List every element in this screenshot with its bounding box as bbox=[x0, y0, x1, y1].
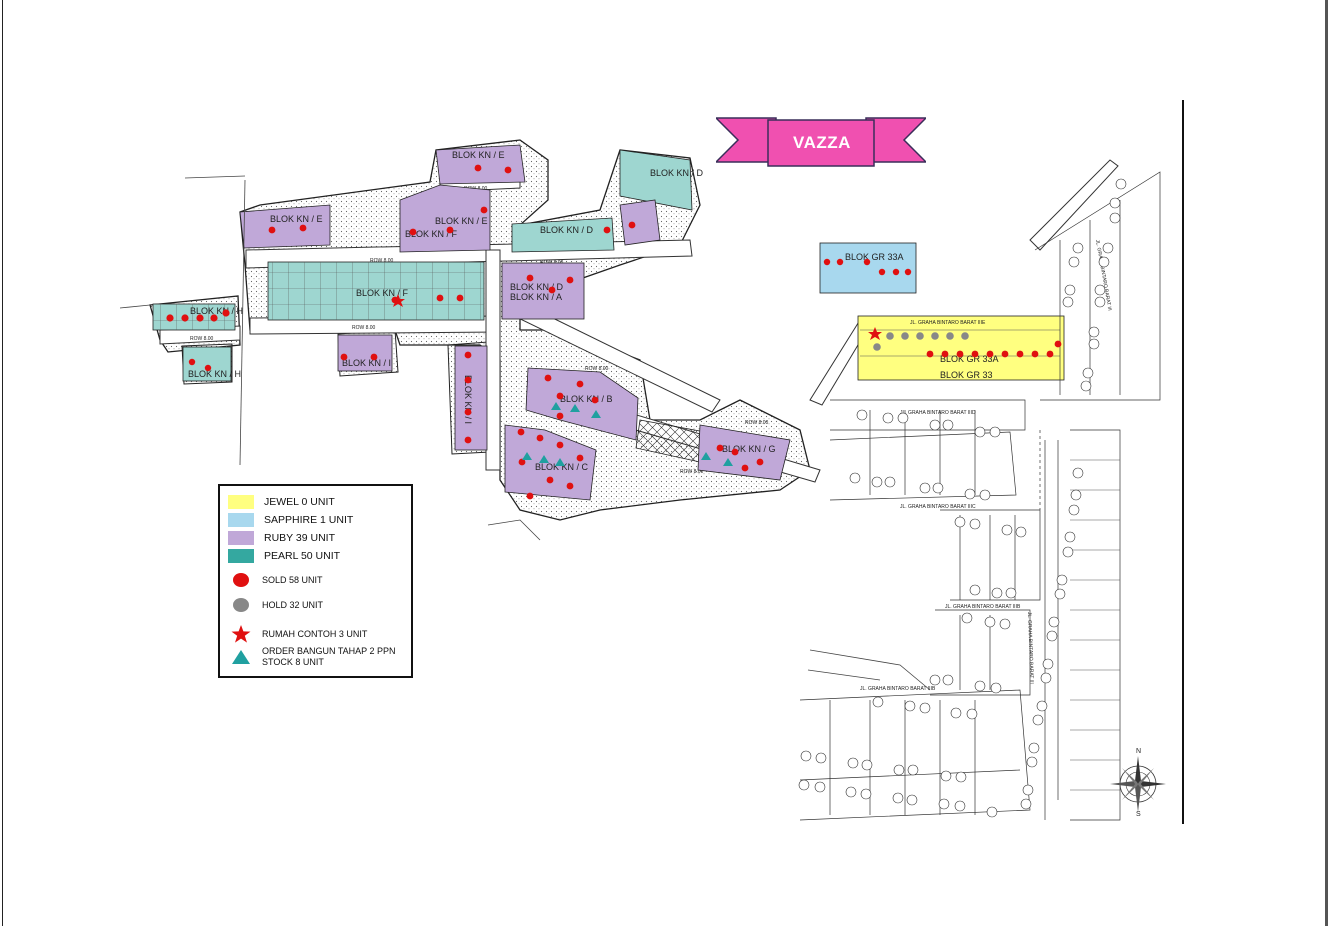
outer-roads bbox=[119, 175, 931, 691]
svg-text:BLOK KN / E: BLOK KN / E bbox=[435, 216, 488, 226]
south-label: S bbox=[1136, 811, 1141, 816]
svg-text:BLOK KN / F: BLOK KN / F bbox=[356, 288, 409, 298]
svg-text:BLOK GR 33: BLOK GR 33 bbox=[940, 370, 993, 380]
block-gr-33a-top: BLOK GR 33A bbox=[819, 242, 917, 294]
lot-number-circles bbox=[798, 178, 1127, 818]
svg-text:JL. GRAHA BINTARO BARAT IIIC: JL. GRAHA BINTARO BARAT IIIC bbox=[900, 504, 976, 510]
legend-label: JEWEL 0 UNIT bbox=[264, 496, 335, 508]
hold-markers bbox=[873, 332, 969, 351]
stock-markers bbox=[522, 402, 733, 466]
legend-label: PEARL 50 UNIT bbox=[264, 550, 341, 562]
street-iiie: JL. GRAHA BINTARO BARAT IIIE bbox=[910, 320, 986, 326]
legend-item-sapphire: SAPPHIRE 1 UNIT bbox=[228, 513, 353, 527]
legend-label: ORDER BANGUN TAHAP 2 PPN bbox=[262, 646, 396, 656]
legend-item-stock: ORDER BANGUN TAHAP 2 PPN STOCK 8 UNIT bbox=[228, 646, 396, 668]
svg-text:BLOK KN / I: BLOK KN / I bbox=[342, 358, 391, 368]
svg-text:BLOK KN / D: BLOK KN / D bbox=[540, 225, 594, 235]
svg-text:ROW 8.00: ROW 8.00 bbox=[680, 469, 704, 475]
legend-label: SAPPHIRE 1 UNIT bbox=[264, 514, 354, 526]
map-border-line bbox=[1182, 100, 1184, 824]
north-label: N bbox=[1136, 748, 1141, 755]
legend-item-ruby: RUBY 39 UNIT bbox=[228, 531, 335, 545]
legend-label-2: STOCK 8 UNIT bbox=[262, 657, 324, 667]
block-kn-g: BLOK KN / G bbox=[697, 424, 791, 481]
svg-text:JL. GRAHA BINTARO BARAT IIIB: JL. GRAHA BINTARO BARAT IIIB bbox=[945, 604, 1021, 610]
legend-label: HOLD 32 UNIT bbox=[262, 599, 324, 610]
project-title: VAZZA bbox=[793, 133, 851, 152]
svg-text:BLOK KN / G: BLOK KN / G bbox=[722, 444, 776, 454]
svg-text:BLOK KN / B: BLOK KN / B bbox=[560, 394, 613, 404]
svg-text:BLOK KN / E: BLOK KN / E bbox=[270, 214, 323, 224]
legend-label-group: ORDER BANGUN TAHAP 2 PPN STOCK 8 UNIT bbox=[262, 646, 396, 668]
sapphire-swatch bbox=[228, 513, 254, 527]
svg-text:BLOK KN / E: BLOK KN / E bbox=[452, 150, 505, 160]
legend-label: RUMAH CONTOH 3 UNIT bbox=[262, 628, 368, 639]
block-kn-d-top: BLOK KN / D BLOK KN / D bbox=[511, 149, 704, 253]
svg-text:BLOK KN / D: BLOK KN / D bbox=[650, 168, 704, 178]
svg-text:JL. GRAHA BINTARO BARAT IIIB: JL. GRAHA BINTARO BARAT IIIB bbox=[860, 686, 936, 692]
svg-text:BLOK KN / F: BLOK KN / F bbox=[405, 229, 458, 239]
legend-label: SOLD 58 UNIT bbox=[262, 574, 323, 585]
page-border-left bbox=[2, 0, 3, 926]
block-kn-c: BLOK KN / C bbox=[504, 424, 597, 501]
pearl-swatch bbox=[228, 549, 254, 563]
svg-text:ROW 8.00: ROW 8.00 bbox=[745, 420, 769, 426]
right-lot-grid bbox=[799, 171, 1161, 821]
svg-text:BLOK KN / I: BLOK KN / I bbox=[463, 375, 473, 424]
grey-dot-icon bbox=[228, 598, 254, 612]
block-kn-d-a: BLOK KN / D BLOK KN / A bbox=[501, 262, 585, 320]
legend-item-hold: HOLD 32 UNIT bbox=[228, 598, 323, 612]
svg-text:ROW 8.00: ROW 8.00 bbox=[190, 336, 214, 342]
right-lot-rows bbox=[1070, 459, 1120, 791]
block-kn-e-top: BLOK KN / E bbox=[435, 144, 526, 185]
teal-triangle-icon bbox=[228, 650, 254, 664]
block-kn-h: BLOK KN / H BLOK KN / H bbox=[152, 303, 243, 382]
block-kn-b: BLOK KN / B bbox=[525, 367, 639, 441]
svg-text:BLOK KN / C: BLOK KN / C bbox=[535, 462, 589, 472]
svg-text:JL. GRAHA BINTARO BARAT IIID: JL. GRAHA BINTARO BARAT IIID bbox=[900, 410, 976, 416]
legend-item-pearl: PEARL 50 UNIT bbox=[228, 549, 340, 563]
legend-label: RUBY 39 UNIT bbox=[264, 532, 335, 544]
block-kn-e-left: BLOK KN / E bbox=[239, 204, 331, 249]
legend-item-jewel: JEWEL 0 UNIT bbox=[228, 495, 335, 509]
svg-text:BLOK KN / D: BLOK KN / D bbox=[510, 282, 564, 292]
legend-item-show-house: RUMAH CONTOH 3 UNIT bbox=[228, 625, 367, 643]
legend-item-sold: SOLD 58 UNIT bbox=[228, 573, 323, 587]
show-house-markers bbox=[391, 294, 882, 340]
vazza-ribbon bbox=[716, 117, 926, 167]
legend: JEWEL 0 UNIT SAPPHIRE 1 UNIT RUBY 39 UNI… bbox=[218, 484, 413, 678]
svg-text:JL. GRAHA BINTARO BARAT III: JL. GRAHA BINTARO BARAT III bbox=[1026, 612, 1035, 684]
block-kn-i: BLOK KN / I bbox=[454, 345, 488, 451]
compass-rose-icon: N S bbox=[1110, 748, 1166, 816]
svg-text:BLOK KN / A: BLOK KN / A bbox=[510, 292, 562, 302]
block-kn-f-main: BLOK KN / F bbox=[267, 261, 485, 321]
svg-text:BLOK KN / H: BLOK KN / H bbox=[190, 306, 243, 316]
svg-text:JL. GRAHA BINTARO BARAT IIIE: JL. GRAHA BINTARO BARAT IIIE bbox=[910, 320, 986, 326]
diagonal-road-2 bbox=[1029, 159, 1119, 251]
svg-text:BLOK GR 33A: BLOK GR 33A bbox=[845, 252, 904, 262]
svg-text:ROW 8.00: ROW 8.00 bbox=[370, 258, 394, 264]
svg-text:ROW 8.00: ROW 8.00 bbox=[352, 325, 376, 331]
red-star-icon bbox=[228, 625, 254, 643]
block-kn-f-top: BLOK KN / F BLOK KN / E bbox=[399, 184, 491, 253]
jewel-swatch bbox=[228, 495, 254, 509]
svg-text:BLOK KN / H: BLOK KN / H bbox=[188, 369, 241, 379]
ruby-swatch bbox=[228, 531, 254, 545]
block-kn-small-left: BLOK KN / I bbox=[337, 334, 393, 372]
page-border-right bbox=[1325, 0, 1328, 926]
svg-text:BLOK GR 33A: BLOK GR 33A bbox=[940, 354, 999, 364]
block-gr-33a: BLOK GR 33A BLOK GR 33 bbox=[857, 315, 1065, 381]
svg-text:ROW 8.00: ROW 8.00 bbox=[585, 366, 609, 372]
red-dot-icon bbox=[228, 573, 254, 587]
